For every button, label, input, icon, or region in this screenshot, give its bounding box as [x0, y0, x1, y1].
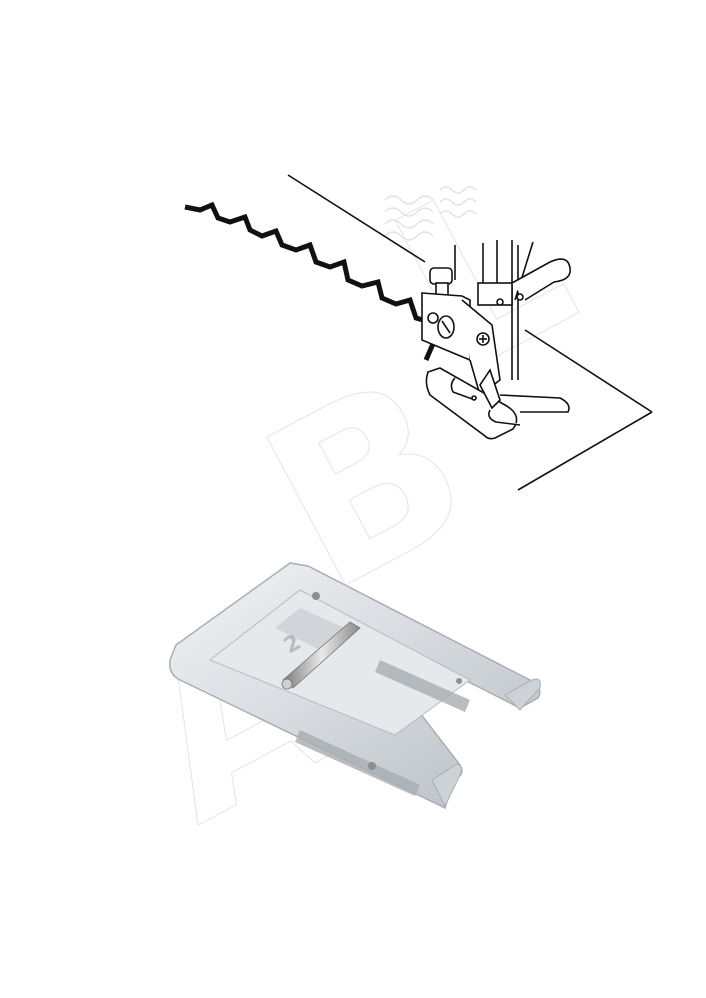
presser-foot-drawing [421, 240, 571, 440]
fabric-outline [287, 174, 653, 491]
